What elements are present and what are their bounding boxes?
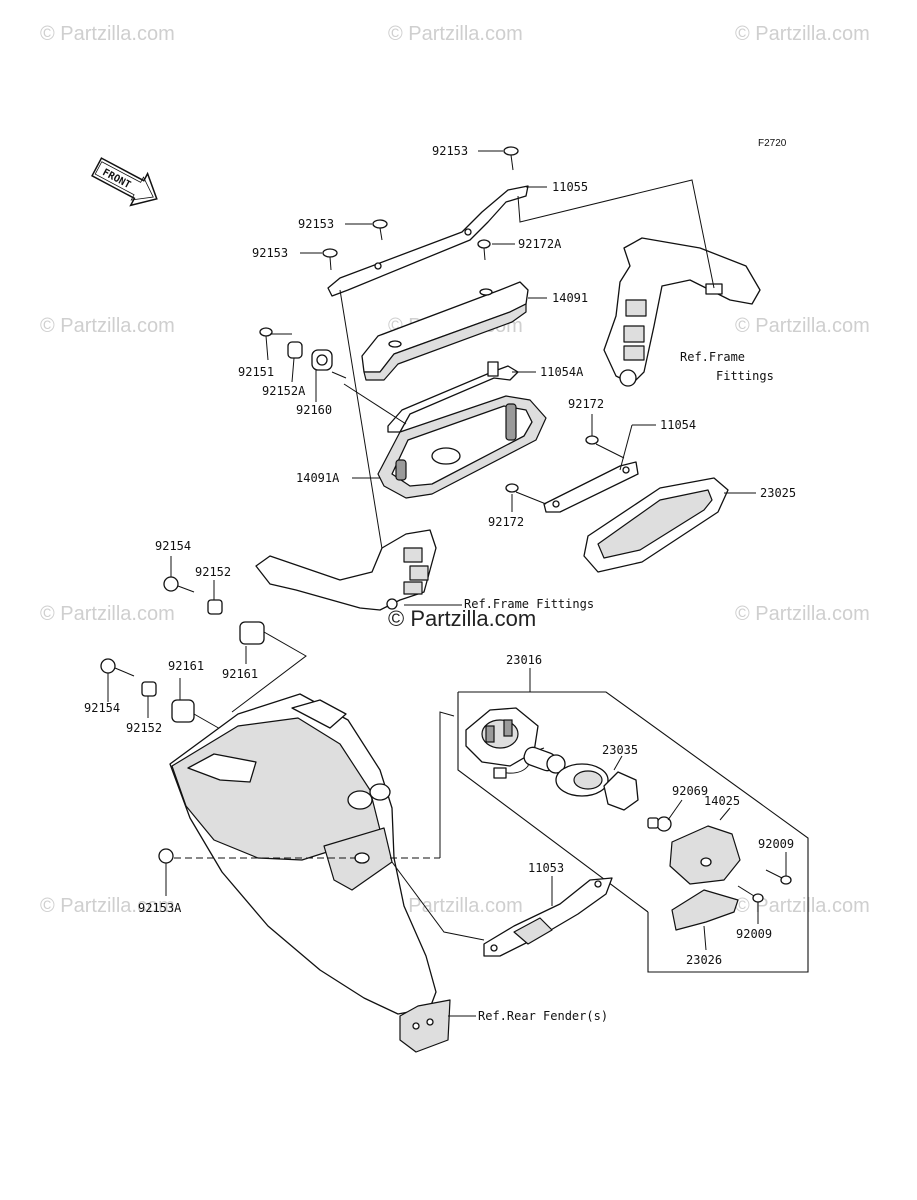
frame-fitting-lower xyxy=(255,529,437,611)
watermark-lower-right: © Partzilla.com xyxy=(735,895,870,917)
label-92152A: 92152A xyxy=(262,384,306,398)
label-11055: 11055 xyxy=(552,180,588,194)
ref-frame-fittings-lower: Ref.Frame Fittings xyxy=(464,597,594,611)
screw-92153-top xyxy=(478,146,519,171)
leader-lamp-left xyxy=(439,711,455,858)
watermark-mid-right: © Partzilla.com xyxy=(735,603,870,625)
license-bracket-11053 xyxy=(391,861,613,957)
label-14091: 14091 xyxy=(552,291,588,305)
watermark-top-center: © Partzilla.com xyxy=(388,23,523,45)
ref-rear-fender: Ref.Rear Fender(s) xyxy=(478,1009,608,1023)
watermark-top-left: © Partzilla.com xyxy=(40,23,175,45)
bracket-11055 xyxy=(327,185,547,297)
lower-cover-14091A xyxy=(352,395,547,499)
grommet-92160 xyxy=(311,349,347,402)
collar-92152-lower xyxy=(141,681,157,718)
watermark-upper-left: © Partzilla.com xyxy=(40,315,175,337)
watermark-lower-left: © Partzilla.com xyxy=(40,895,175,917)
frame-fitting-upper xyxy=(603,237,761,387)
screw-92154-lower xyxy=(100,658,135,702)
tail-cover-14091 xyxy=(361,281,547,381)
diagram-code: F2720 xyxy=(758,138,787,149)
bulb-socket xyxy=(523,746,566,774)
label-23025: 23025 xyxy=(760,486,796,500)
watermark-mid-left: © Partzilla.com xyxy=(40,603,175,625)
label-11054: 11054 xyxy=(660,418,696,432)
label-92153-mid: 92153 xyxy=(298,217,334,231)
screw-92009-upper xyxy=(765,852,792,885)
label-92172-upper: 92172 xyxy=(568,397,604,411)
bracket-11054A xyxy=(387,361,536,433)
label-23016: 23016 xyxy=(506,653,542,667)
label-92009-lower: 92009 xyxy=(736,927,772,941)
reference-labels: Ref.Frame Fittings Ref.Frame Fittings Re… xyxy=(464,350,774,1023)
group-frame-23016 xyxy=(458,691,809,973)
collar-92152-upper xyxy=(207,580,223,615)
bulb-92069 xyxy=(647,799,683,832)
leader-long-bolt xyxy=(339,289,391,599)
label-92154-lower: 92154 xyxy=(84,701,120,715)
ref-frame-fittings-line2: Fittings xyxy=(716,369,774,383)
lamp-lens-holder xyxy=(555,763,609,797)
leader-grommet-bracket xyxy=(343,383,407,425)
screw-92172-lower xyxy=(505,483,547,512)
cover-23026 xyxy=(671,889,739,951)
collar-92152A xyxy=(287,341,303,383)
screw-92009-lower xyxy=(737,885,764,924)
front-direction-arrow: FRONT xyxy=(91,157,158,207)
screw-92153A xyxy=(158,848,356,896)
label-92152-lower: 92152 xyxy=(126,721,162,735)
label-92069: 92069 xyxy=(672,784,708,798)
ref-frame-fittings-line1: Ref.Frame xyxy=(680,350,745,364)
tail-light-23025 xyxy=(583,477,756,573)
bracket-23035 xyxy=(603,755,639,811)
label-11054A: 11054A xyxy=(540,365,584,379)
watermark-lower-center: © Partzilla.com xyxy=(388,895,523,917)
label-11053: 11053 xyxy=(528,861,564,875)
label-92161-lower: 92161 xyxy=(168,659,204,673)
lens-14025 xyxy=(669,807,741,885)
screw-92153-mid xyxy=(345,219,388,241)
label-23026: 23026 xyxy=(686,953,722,967)
rear-fender xyxy=(169,693,451,1053)
label-92153-top: 92153 xyxy=(432,144,468,158)
screw-92172-upper xyxy=(585,414,625,459)
label-92154-upper: 92154 xyxy=(155,539,191,553)
label-92151: 92151 xyxy=(238,365,274,379)
leader-frame-upper xyxy=(517,179,715,289)
bolt-92151 xyxy=(259,327,292,361)
grommet-92161-upper xyxy=(231,621,307,713)
lamp-housing xyxy=(465,707,539,767)
watermark-upper-right: © Partzilla.com xyxy=(735,315,870,337)
label-14025: 14025 xyxy=(704,794,740,808)
part-labels: 92153 11055 92153 92153 92172A 14091 921… xyxy=(84,144,796,967)
watermark-top-right: © Partzilla.com xyxy=(735,23,870,45)
label-92172A: 92172A xyxy=(518,237,562,251)
label-92161-upper: 92161 xyxy=(222,667,258,681)
label-92009-upper: 92009 xyxy=(758,837,794,851)
label-23035: 23035 xyxy=(602,743,638,757)
label-92160: 92160 xyxy=(296,403,332,417)
label-92153-left: 92153 xyxy=(252,246,288,260)
screw-92153-left xyxy=(300,248,338,271)
bracket-11054 xyxy=(543,424,656,513)
watermark-center-dark: © Partzilla.com xyxy=(388,606,536,631)
label-92172-lower: 92172 xyxy=(488,515,524,529)
grommet-92161-lower xyxy=(171,678,237,739)
label-92153A: 92153A xyxy=(138,901,182,915)
screw-92172A xyxy=(477,239,515,261)
group-frame-23016-left xyxy=(457,692,649,913)
screw-92154-upper xyxy=(163,556,195,593)
label-14091A: 14091A xyxy=(296,471,340,485)
label-92152-upper: 92152 xyxy=(195,565,231,579)
watermarks: © Partzilla.com © Partzilla.com © Partzi… xyxy=(40,23,870,917)
